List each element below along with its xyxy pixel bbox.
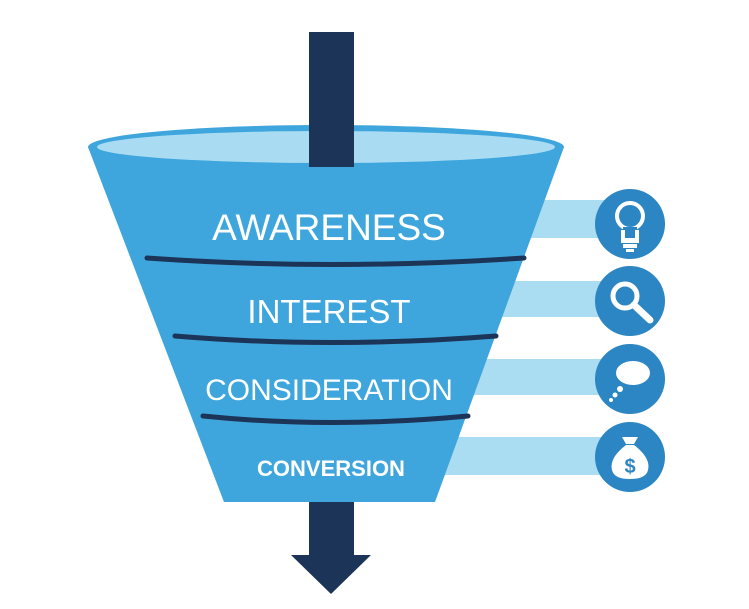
stage-divider-3	[200, 413, 471, 425]
outgoing-arrow-shaft	[309, 502, 354, 557]
outgoing-arrow-head	[291, 555, 371, 594]
stage-label-conversion: CONVERSION	[257, 456, 405, 481]
incoming-arrow-shaft	[309, 32, 354, 167]
lightbulb-icon	[595, 189, 665, 259]
stage-label-awareness: AWARENESS	[212, 207, 446, 248]
money-bag-icon: $	[595, 422, 665, 492]
stage-divider-1	[144, 255, 527, 267]
stage-label-consideration: CONSIDERATION	[205, 374, 453, 407]
speech-bubble-icon	[595, 344, 665, 414]
magnifier-icon	[595, 266, 665, 336]
stage-divider-2	[172, 333, 499, 345]
money-bag-symbol: $	[624, 456, 635, 478]
stage-label-interest: INTEREST	[247, 293, 410, 330]
funnel-body	[88, 147, 564, 502]
